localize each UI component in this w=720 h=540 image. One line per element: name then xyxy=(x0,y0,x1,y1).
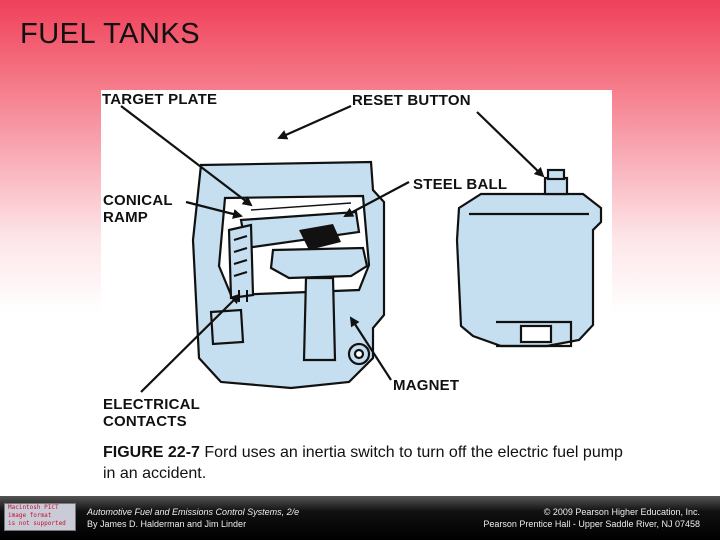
inertia-switch-drawing xyxy=(120,104,603,393)
switch-body xyxy=(455,168,603,348)
label-reset-button: RESET BUTTON xyxy=(352,92,471,109)
slide-title: FUEL TANKS xyxy=(20,18,201,50)
label-target-plate: TARGET PLATE xyxy=(102,91,218,108)
footer-publisher-info: © 2009 Pearson Higher Education, Inc. Pe… xyxy=(483,506,700,530)
label-magnet: MAGNET xyxy=(393,377,460,394)
footer-book-info: Automotive Fuel and Emissions Control Sy… xyxy=(87,506,299,530)
copyright-text: © 2009 Pearson Higher Education, Inc. xyxy=(543,507,700,517)
book-title: Automotive Fuel and Emissions Control Sy… xyxy=(87,507,300,517)
slide-footer: Macintosh PICT image format is not suppo… xyxy=(0,496,720,540)
target-mass xyxy=(299,224,341,250)
figure-caption: FIGURE 22-7 Ford uses an inertia switch … xyxy=(103,442,623,484)
cutaway-housing xyxy=(191,160,386,390)
badge-line: image format xyxy=(8,512,52,519)
unsupported-image-badge: Macintosh PICT image format is not suppo… xyxy=(4,503,76,531)
inertia-switch-figure: TARGET PLATE RESET BUTTON CONICAL RAMP S… xyxy=(101,90,612,435)
book-authors: By James D. Halderman and Jim Linder xyxy=(87,519,247,529)
figure-number: FIGURE 22-7 xyxy=(103,444,200,461)
badge-line: is not supported xyxy=(8,520,66,527)
pointer-arrows xyxy=(120,104,545,393)
badge-line: Macintosh PICT xyxy=(8,504,59,511)
label-conical-ramp: CONICAL RAMP xyxy=(103,192,173,226)
label-electrical-contacts: ELECTRICAL CONTACTS xyxy=(103,396,200,430)
caption-text: Ford uses an inertia switch to turn off … xyxy=(103,444,623,482)
label-steel-ball: STEEL BALL xyxy=(413,176,508,193)
publisher-text: Pearson Prentice Hall - Upper Saddle Riv… xyxy=(483,519,700,529)
